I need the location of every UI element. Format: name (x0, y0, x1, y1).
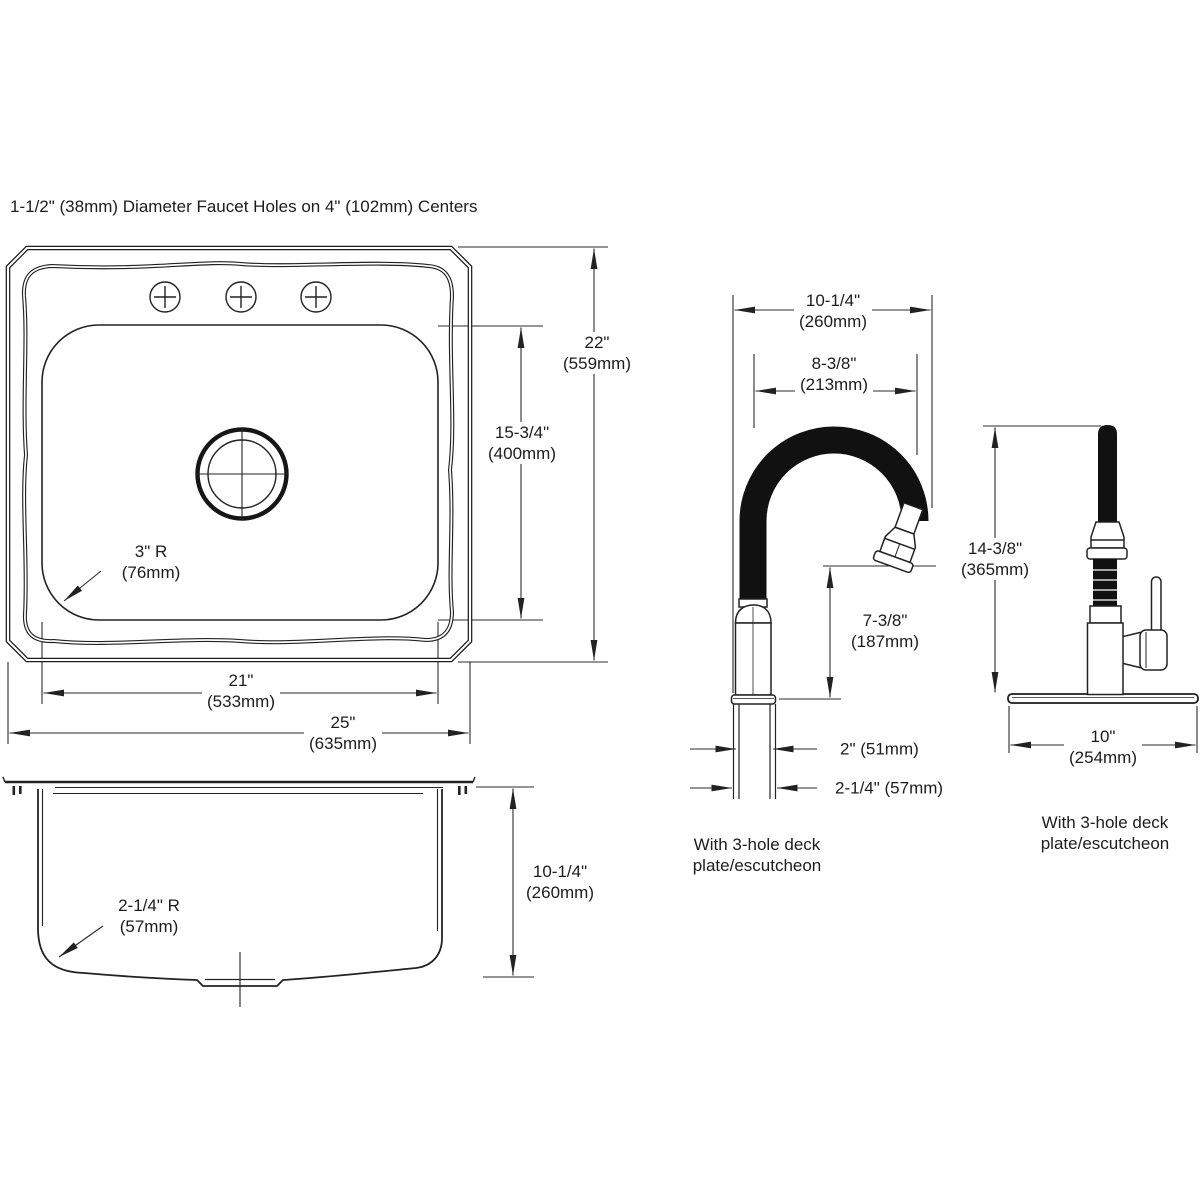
spray-head (872, 501, 924, 574)
dim-overall-height-mm: (559mm) (562, 354, 632, 373)
corner-radius-side-in: 2-1/4" R (118, 895, 180, 915)
faucet-shaft (1098, 425, 1117, 524)
faucet-front-view (1007, 425, 1199, 704)
corner-radius-top-mm: (76mm) (121, 563, 181, 582)
dim-deck-plate-in: 10" (1090, 726, 1116, 746)
front-hose-section (1093, 559, 1117, 608)
dim-deck-plate: 10" (254mm) (1063, 725, 1143, 769)
dim-bowl-height-in: 15-3/4" (494, 422, 550, 442)
faucet-base (730, 598, 777, 705)
dim-base-dia: 2-1/4" (57mm) (835, 777, 943, 798)
dim-faucet-reach: 10-1/4" (260mm) (793, 289, 873, 333)
dim-deck-plate-mm: (254mm) (1068, 748, 1138, 767)
dim-bowl-width-mm: (533mm) (206, 692, 276, 711)
caption-faucet-side-line2: plate/escutcheon (692, 856, 822, 875)
dim-faucet-reach-mm: (260mm) (798, 312, 868, 331)
dim-shank-dia-text: 2" (51mm) (840, 739, 919, 759)
dim-bowl-height-mm: (400mm) (487, 444, 557, 463)
rim-inner-line (21, 261, 455, 645)
deck-plate (1007, 693, 1199, 704)
dim-bowl-width-in: 21" (228, 670, 254, 690)
dim-bowl-width: 21" (533mm) (201, 669, 281, 713)
sink-top-view (5, 245, 473, 663)
dim-sink-depth: 10-1/4" (260mm) (526, 861, 594, 903)
dim-faucet-height-in: 14-3/8" (967, 538, 1023, 558)
title-note: 1-1/2" (38mm) Diameter Faucet Holes on 4… (10, 197, 478, 216)
caption-faucet-front-line2: plate/escutcheon (1040, 834, 1170, 853)
faucet-side-profile (730, 426, 929, 799)
dim-spout-clearance-mm: (187mm) (850, 632, 920, 651)
faucet-body (1086, 605, 1124, 696)
dim-bowl-height: 15-3/4" (400mm) (482, 421, 562, 465)
dim-shank-dia: 2" (51mm) (840, 738, 919, 759)
faucet-holes (149, 281, 332, 313)
dim-sink-depth-in: 10-1/4" (532, 861, 588, 881)
faucet-hose (739, 426, 929, 604)
dim-spout-clearance-in: 7-3/8" (862, 610, 908, 630)
sink-side-view (2, 776, 476, 1007)
dim-spout-clearance: 7-3/8" (187mm) (851, 610, 919, 652)
dim-base-dia-text: 2-1/4" (57mm) (835, 778, 944, 798)
dim-overall-width-mm: (635mm) (308, 734, 378, 753)
dim-spout-reach-in: 8-3/8" (811, 353, 857, 373)
label-corner-radius-side: 2-1/4" R (57mm) (118, 895, 180, 937)
supply-shank (732, 704, 777, 799)
dim-faucet-height-mm: (365mm) (960, 560, 1030, 579)
dim-spout-reach-mm: (213mm) (799, 375, 869, 394)
dim-spout-reach: 8-3/8" (213mm) (794, 352, 874, 396)
bowl-outline (41, 324, 439, 621)
dim-overall-height: 22" (559mm) (557, 331, 637, 375)
corner-radius-top-in: 3" R (134, 541, 168, 561)
corner-radius-side-mm: (57mm) (119, 917, 179, 936)
dim-faucet-height: 14-3/8" (365mm) (955, 537, 1035, 581)
caption-faucet-front-line1: With 3-hole deck (1041, 812, 1169, 832)
drain-opening (195, 427, 289, 521)
label-corner-radius-top: 3" R (76mm) (122, 541, 181, 583)
dim-sink-depth-mm: (260mm) (525, 883, 595, 902)
bowl-profile (37, 789, 443, 987)
caption-faucet-side-line1: With 3-hole deck (693, 834, 821, 854)
dim-overall-height-in: 22" (584, 332, 610, 352)
dim-overall-width: 25" (635mm) (303, 711, 383, 755)
front-spray-head (1086, 521, 1128, 560)
mounting-clips (12, 786, 468, 795)
dim-overall-width-in: 25" (330, 712, 356, 732)
dim-faucet-reach-in: 10-1/4" (805, 290, 861, 310)
caption-faucet-side: With 3-hole deck plate/escutcheon (693, 834, 822, 876)
caption-faucet-front: With 3-hole deck plate/escutcheon (1041, 812, 1170, 854)
